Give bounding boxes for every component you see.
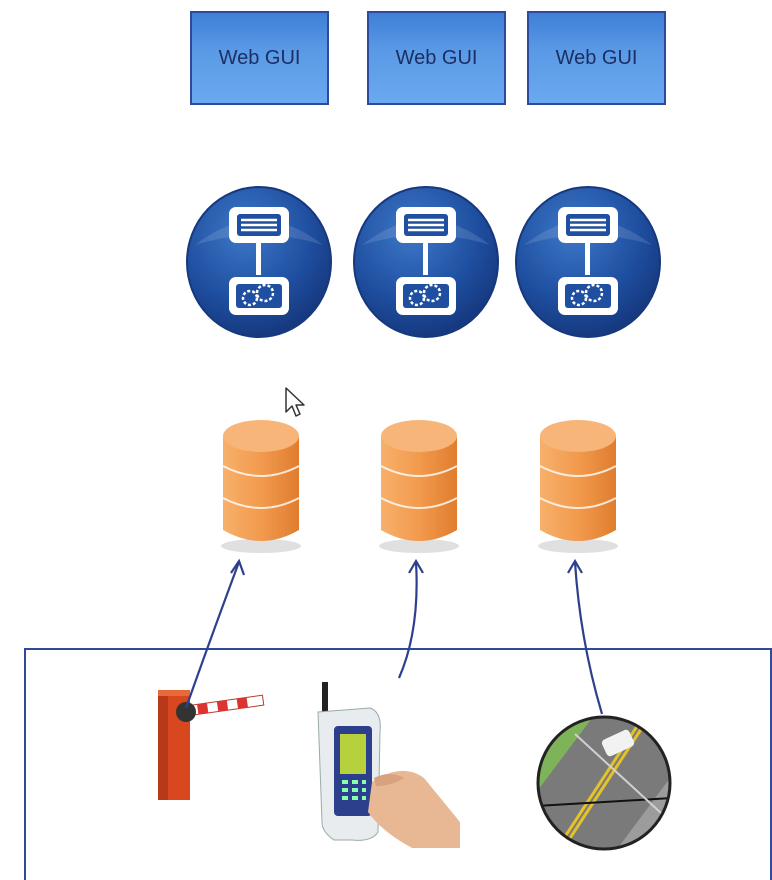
barrier-gate-icon <box>158 690 265 800</box>
road-traffic-camera-icon <box>536 715 672 851</box>
arrowhead <box>408 558 424 574</box>
web-gui-box-2: Web GUI <box>367 11 506 105</box>
web-gui-label: Web GUI <box>218 46 301 69</box>
handheld-terminal-icon <box>317 682 460 848</box>
database-icon <box>379 420 459 553</box>
web-gui-box-1: Web GUI <box>190 11 329 105</box>
arrowhead <box>567 558 583 574</box>
web-gui-label: Web GUI <box>555 46 638 69</box>
service-gear-icon <box>353 186 499 338</box>
database-icon <box>221 420 301 553</box>
service-gear-icon <box>186 186 332 338</box>
web-gui-box-3: Web GUI <box>527 11 666 105</box>
arrowhead <box>230 558 246 576</box>
database-icon <box>538 420 618 553</box>
service-gear-icon <box>515 186 661 338</box>
mouse-cursor-icon <box>285 387 305 417</box>
web-gui-label: Web GUI <box>395 46 478 69</box>
